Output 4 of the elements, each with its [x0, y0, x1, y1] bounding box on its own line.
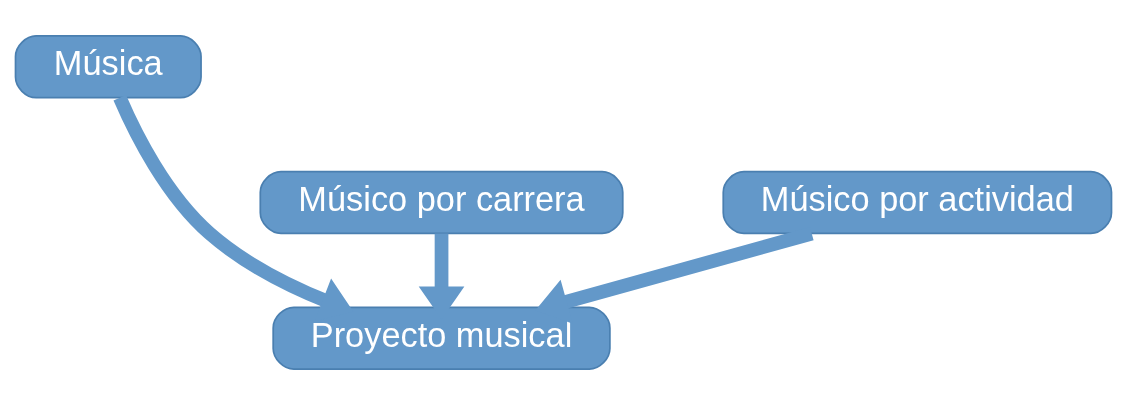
- node-box: Músico por carrera: [259, 170, 624, 235]
- node-box: Música: [14, 35, 202, 99]
- node-box: Músico por actividad: [722, 170, 1113, 235]
- node-box: Proyecto musical: [272, 306, 611, 370]
